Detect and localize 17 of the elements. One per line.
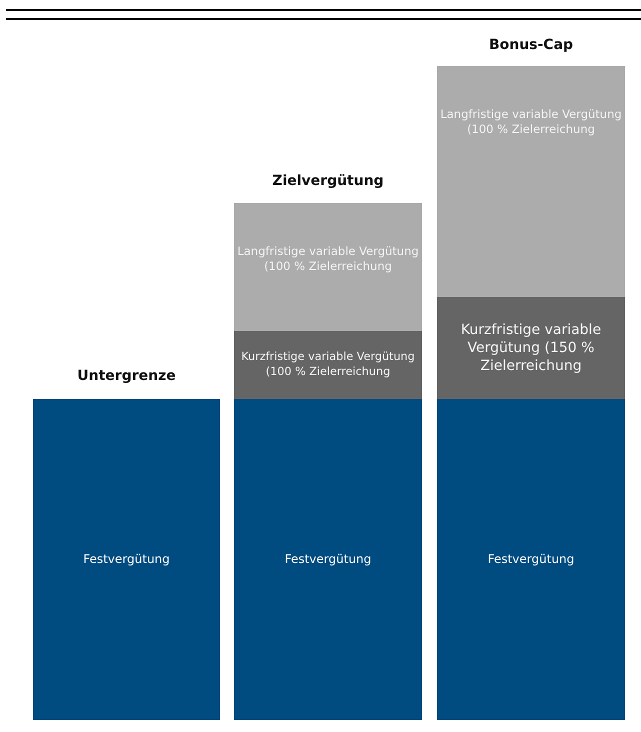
bar-segment [234,331,422,399]
segment-label: Kurzfristige variable Vergütung (150 % Zielerreichung [460,320,602,376]
column-heading: Bonus-Cap [488,37,574,53]
bar-segment [33,399,220,720]
segment-label: Langfristige variable Vergütung (100 % Zielerreichung [439,106,623,136]
bar-segment [234,203,422,331]
column-heading: Untergrenze [76,368,177,384]
bar-segment [437,66,625,297]
segment-label: Festvergütung [83,552,170,568]
column-heading: Zielvergütung [271,173,385,189]
bar-segment [437,399,625,720]
segment-label: Festvergütung [488,552,574,568]
bar-segment [234,399,422,720]
segment-label: Langfristige variable Vergütung (100 % Zielerreichung [236,244,420,274]
segment-label: Festvergütung [284,552,372,568]
bar-segment [437,297,625,399]
segment-label: Kurzfristige variable Vergütung (100 % Zielerreichung [240,350,416,380]
